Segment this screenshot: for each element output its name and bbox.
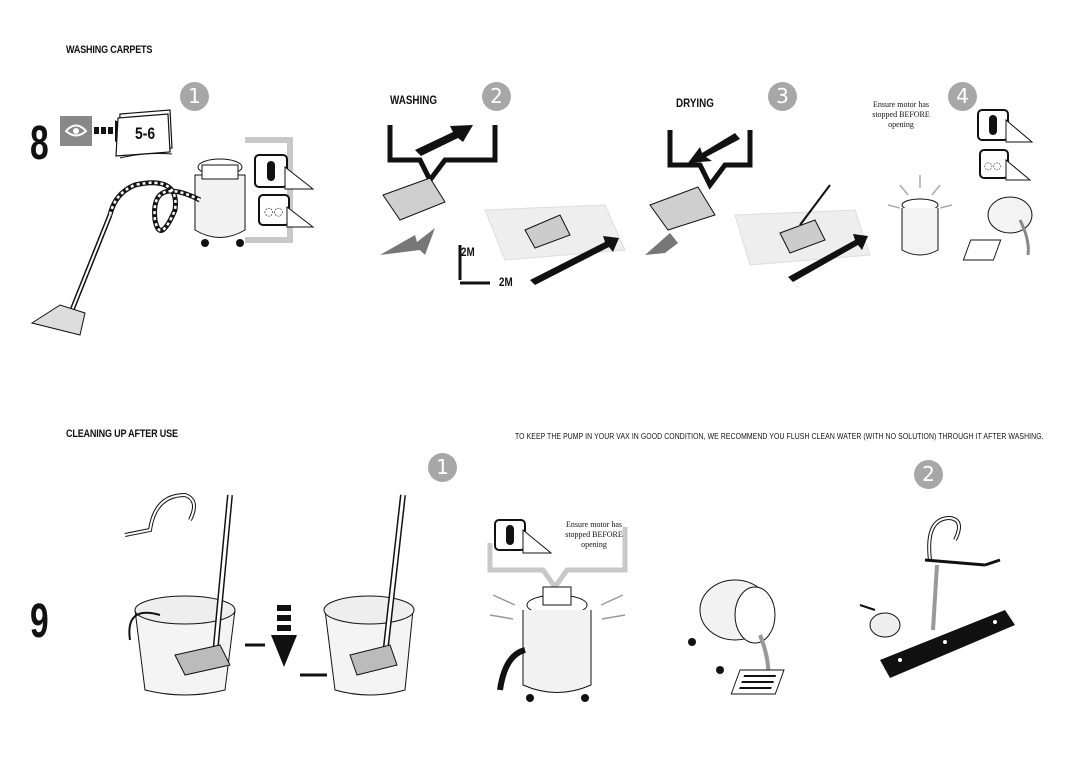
step-3-badge: 3	[768, 82, 797, 111]
step-2-badge: 2	[482, 82, 511, 111]
refer-manual-icon	[60, 109, 173, 159]
cleanup-step-1-caption: Ensure motor has stopped BEFORE opening	[560, 520, 628, 550]
caption-line: Ensure motor has	[873, 100, 929, 109]
step-1-badge: 1	[180, 82, 209, 111]
pour-drain-illustration	[688, 579, 785, 695]
drying-illustration	[645, 130, 871, 282]
svg-text:◌◌: ◌◌	[264, 205, 283, 218]
caption-line: stopped BEFORE	[872, 110, 930, 119]
caption-line: opening	[581, 540, 607, 549]
step-3-label: DRYING	[676, 96, 714, 110]
washing-illustration	[380, 125, 626, 285]
section-9-heading: CLEANING UP AFTER USE	[66, 428, 178, 440]
distance-up-label: 2M	[461, 245, 475, 259]
caption-line: Ensure motor has	[566, 520, 622, 529]
caption-line: stopped BEFORE	[565, 530, 623, 539]
caption-line: opening	[888, 120, 914, 129]
empty-tank-illustration: ◌◌	[887, 109, 1034, 261]
step-4-badge: 4	[948, 82, 977, 111]
step-4-caption: Ensure motor has stopped BEFORE opening	[866, 100, 936, 130]
section-8-heading: WASHING CARPETS	[66, 44, 153, 56]
vacuum-illustration	[30, 137, 293, 336]
distance-right-label: 2M	[499, 275, 513, 289]
flush-nozzle-illustration	[859, 515, 1015, 678]
svg-text:◌◌: ◌◌	[984, 161, 1001, 172]
section-9-number: 9	[30, 595, 49, 648]
pump-care-note: TO KEEP THE PUMP IN YOUR VAX IN GOOD CON…	[515, 432, 1044, 441]
motor-stopped-illustration	[487, 519, 628, 702]
step-2-label: WASHING	[390, 93, 438, 107]
manual-page-ref: 5-6	[135, 124, 156, 143]
cleanup-step-2-badge: 2	[914, 460, 943, 489]
cleanup-step-1-badge: 1	[428, 453, 457, 482]
power-switch-icon: ◌◌	[254, 154, 315, 228]
bucket-rinse-illustration	[124, 492, 415, 696]
section-8-number: 8	[30, 117, 49, 170]
